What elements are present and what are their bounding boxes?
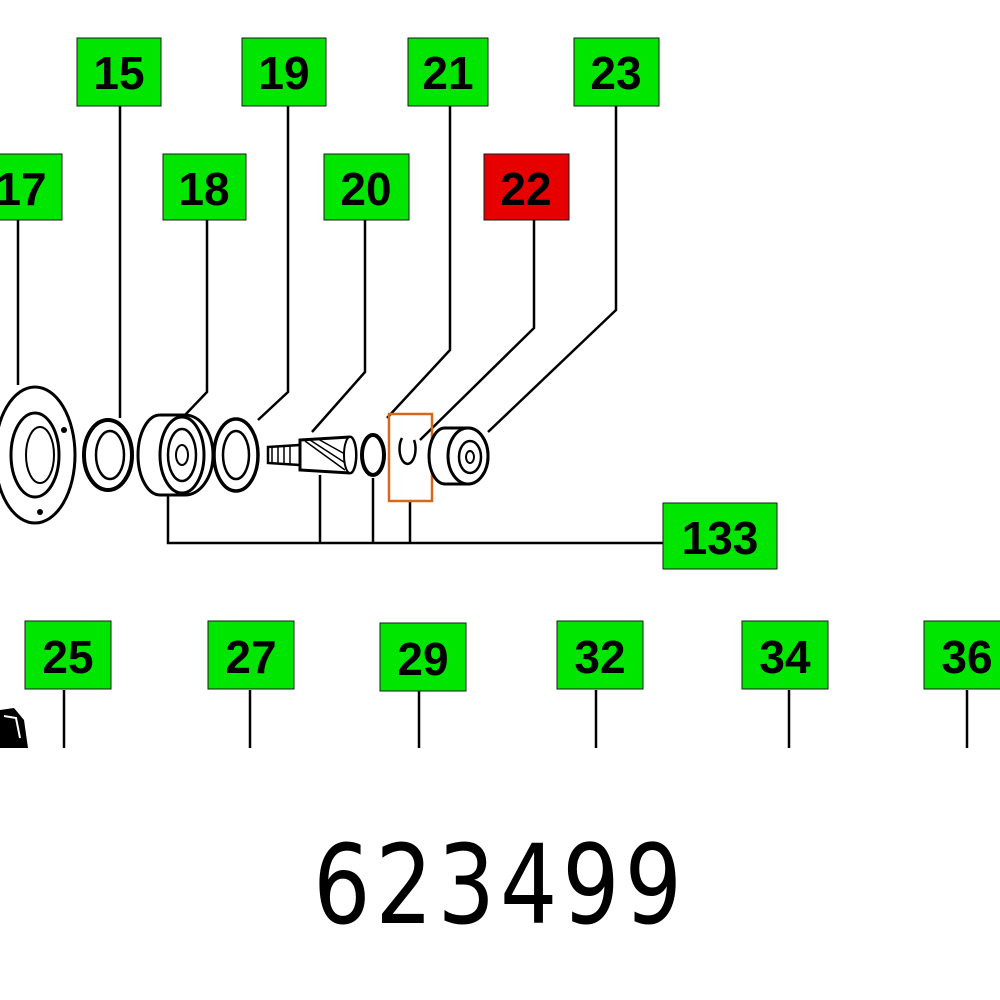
part-bearing-18 [136, 413, 215, 497]
callouts: 15 19 21 23 17 18 20 22 [0, 37, 1000, 692]
callout-23[interactable]: 23 [573, 37, 660, 107]
callout-32[interactable]: 32 [556, 620, 644, 690]
leader-lines [16, 106, 969, 748]
part-flange-17 [0, 385, 77, 525]
callout-22-selected[interactable]: 22 [483, 153, 570, 221]
callout-label: 17 [0, 163, 47, 215]
leader-23 [487, 106, 618, 433]
callout-25[interactable]: 25 [24, 620, 112, 690]
part-seal-15 [82, 418, 134, 492]
callout-21[interactable]: 21 [407, 37, 489, 107]
callout-label: 23 [590, 47, 641, 99]
part-washer-19 [212, 417, 260, 493]
callout-label: 20 [340, 163, 391, 215]
callout-label: 29 [397, 633, 448, 685]
part-bearing-23 [427, 426, 490, 486]
callout-18[interactable]: 18 [162, 153, 247, 221]
callout-133[interactable]: 133 [662, 502, 778, 570]
callout-label: 21 [422, 47, 473, 99]
callout-17[interactable]: 17 [0, 153, 63, 221]
leader-133 [166, 475, 664, 545]
part-retaining-ring-22 [387, 412, 434, 503]
callout-label: 22 [500, 163, 551, 215]
part-fragment-25 [0, 708, 28, 748]
callout-label: 36 [941, 631, 992, 683]
highlight-frame [387, 412, 434, 503]
callout-27[interactable]: 27 [207, 620, 295, 690]
callout-label: 15 [93, 47, 144, 99]
callout-label: 32 [574, 631, 625, 683]
leader-19 [257, 106, 290, 421]
part-o-ring-21 [360, 433, 386, 477]
callout-label: 27 [225, 631, 276, 683]
callout-19[interactable]: 19 [241, 37, 327, 107]
leader-22 [419, 220, 536, 441]
callout-label: 18 [178, 163, 229, 215]
callout-20[interactable]: 20 [323, 153, 410, 221]
callout-label: 25 [42, 631, 93, 683]
part-number-caption: 623499 [313, 821, 687, 949]
callout-36[interactable]: 36 [923, 620, 1000, 690]
part-pinion-shaft-20 [266, 435, 358, 475]
leader-18 [184, 220, 209, 416]
callout-label: 34 [759, 631, 811, 683]
callout-34[interactable]: 34 [741, 620, 829, 690]
leader-20 [311, 220, 367, 433]
callout-label: 19 [258, 47, 309, 99]
callout-label: 133 [682, 512, 759, 564]
callout-29[interactable]: 29 [379, 622, 467, 692]
leader-21 [386, 106, 452, 419]
callout-15[interactable]: 15 [76, 37, 162, 107]
